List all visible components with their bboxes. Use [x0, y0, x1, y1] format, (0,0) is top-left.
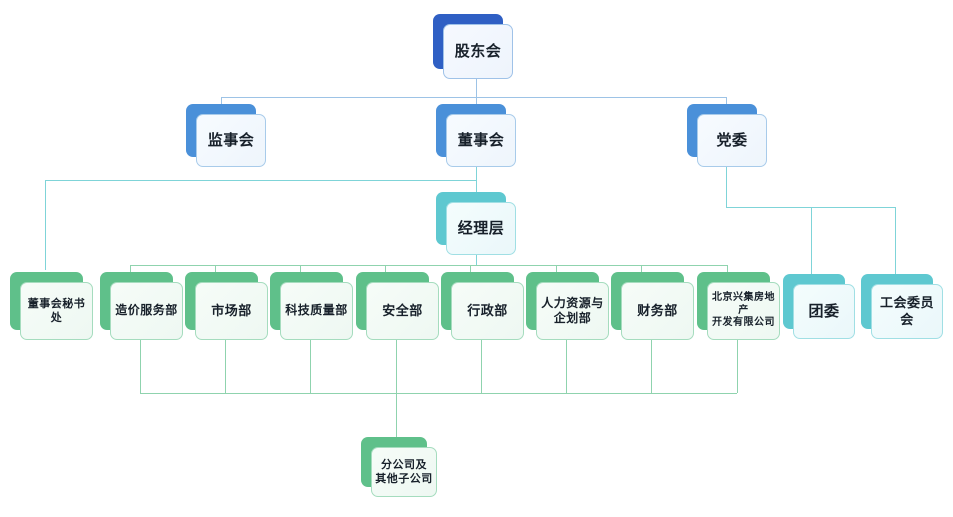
- node-label-subsidiaries: 分公司及 其他子公司: [372, 458, 436, 486]
- node-label-line2: 其他子公司: [375, 473, 433, 485]
- connector-dept-bottom-5: [481, 340, 482, 393]
- node-label-line2: 开发有限公司: [712, 317, 775, 329]
- connector-dept-drop-6: [556, 265, 557, 275]
- node-department-safety[interactable]: 安全部: [356, 272, 439, 340]
- node-supervisory-board[interactable]: 监事会: [186, 104, 266, 167]
- connector-dept-drop-5: [470, 265, 471, 275]
- node-card[interactable]: 分公司及 其他子公司: [371, 447, 437, 497]
- node-label-management-layer: 经理层: [457, 219, 505, 237]
- connector-dept-drop-7: [641, 265, 642, 275]
- connector-level2-bus: [221, 97, 727, 98]
- node-card[interactable]: 监事会: [196, 114, 266, 167]
- node-label-department: 行政部: [467, 302, 508, 318]
- node-label-department: 造价服务部: [115, 303, 178, 318]
- connector-dept-bottom-8: [737, 340, 738, 393]
- node-card[interactable]: 党委: [697, 114, 767, 167]
- node-label-department: 北京兴集房地产 开发有限公司: [708, 292, 779, 330]
- connector-board-secretariat-bus: [45, 180, 477, 181]
- connector-board-drop: [476, 97, 477, 110]
- node-department-finance[interactable]: 财务部: [611, 272, 694, 340]
- connector-dept-drop-4: [385, 265, 386, 275]
- connector-dept-bottom-3: [310, 340, 311, 393]
- node-card[interactable]: 董事会: [446, 114, 516, 167]
- node-department-administration[interactable]: 行政部: [441, 272, 524, 340]
- connector-youth-league-drop: [811, 207, 812, 275]
- node-card[interactable]: 科技质量部: [280, 282, 353, 340]
- connector-board-down: [476, 167, 477, 201]
- connector-board-secretariat-drop: [45, 180, 46, 270]
- node-label-department: 人力资源与 企划部: [538, 296, 607, 327]
- connector-subsidiary-drop: [396, 393, 397, 437]
- node-label-line1: 北京兴集房地产: [712, 291, 775, 316]
- connector-supervisory-drop: [221, 97, 222, 110]
- node-card[interactable]: 团委: [793, 284, 855, 339]
- node-label-board-secretariat: 董事会秘书处: [27, 297, 86, 324]
- connector-dept-drop-1: [130, 265, 131, 275]
- node-shareholders[interactable]: 股东会: [433, 14, 513, 79]
- node-subsidiary-beijing-xingji[interactable]: 北京兴集房地产 开发有限公司: [697, 272, 780, 340]
- connector-subsidiary-bus: [140, 393, 737, 394]
- connector-party-drop: [726, 97, 727, 110]
- connector-dept-drop-8: [727, 265, 728, 275]
- node-card[interactable]: 安全部: [366, 282, 439, 340]
- node-department-hr-planning[interactable]: 人力资源与 企划部: [526, 272, 609, 340]
- node-card[interactable]: 经理层: [446, 202, 516, 255]
- connector-party-down: [726, 167, 727, 207]
- connector-dept-drop-2: [215, 265, 216, 275]
- node-department-marketing[interactable]: 市场部: [185, 272, 268, 340]
- node-department-technology-quality[interactable]: 科技质量部: [270, 272, 353, 340]
- node-label-department: 安全部: [382, 302, 423, 318]
- node-label-line1: 分公司及: [381, 458, 427, 471]
- connector-dept-bottom-2: [225, 340, 226, 393]
- node-label-party-committee: 党委: [716, 131, 748, 149]
- node-label-supervisory-board: 监事会: [207, 131, 255, 149]
- node-label-shareholders: 股东会: [454, 42, 502, 60]
- node-card[interactable]: 行政部: [451, 282, 524, 340]
- connector-union-drop: [895, 207, 896, 275]
- node-youth-league[interactable]: 团委: [783, 274, 855, 339]
- node-board-secretariat[interactable]: 董事会秘书处: [10, 272, 93, 340]
- connector-dept-bottom-6: [566, 340, 567, 393]
- node-card[interactable]: 股东会: [443, 24, 513, 79]
- node-board-of-directors[interactable]: 董事会: [436, 104, 516, 167]
- node-union-committee[interactable]: 工会委员会: [861, 274, 943, 339]
- connector-dept-drop-3: [300, 265, 301, 275]
- connector-department-bus: [130, 265, 728, 266]
- node-label-department: 科技质量部: [285, 303, 348, 318]
- node-card[interactable]: 财务部: [621, 282, 694, 340]
- node-card[interactable]: 人力资源与 企划部: [536, 282, 609, 340]
- connector-dept-bottom-1: [140, 340, 141, 393]
- node-card[interactable]: 市场部: [195, 282, 268, 340]
- node-card[interactable]: 造价服务部: [110, 282, 183, 340]
- node-card[interactable]: 工会委员会: [871, 284, 943, 339]
- connector-dept-bottom-7: [651, 340, 652, 393]
- connector-party-branch-bus: [726, 207, 895, 208]
- connector-management-down: [476, 253, 477, 266]
- node-label-line1: 人力资源与: [541, 295, 604, 310]
- node-label-youth-league: 团委: [808, 302, 840, 320]
- node-party-committee[interactable]: 党委: [687, 104, 767, 167]
- connector-dept-bottom-4: [396, 340, 397, 393]
- node-management-layer[interactable]: 经理层: [436, 192, 516, 255]
- node-label-board-of-directors: 董事会: [457, 131, 505, 149]
- node-label-department: 财务部: [637, 302, 678, 318]
- node-card[interactable]: 董事会秘书处: [20, 282, 93, 340]
- node-subsidiaries[interactable]: 分公司及 其他子公司: [361, 437, 437, 497]
- node-card[interactable]: 北京兴集房地产 开发有限公司: [707, 282, 780, 340]
- node-label-line2: 企划部: [553, 311, 592, 325]
- node-label-union-committee: 工会委员会: [879, 294, 934, 327]
- node-label-department: 市场部: [211, 302, 252, 318]
- node-department-cost-service[interactable]: 造价服务部: [100, 272, 183, 340]
- connector-shareholders-down: [476, 79, 477, 98]
